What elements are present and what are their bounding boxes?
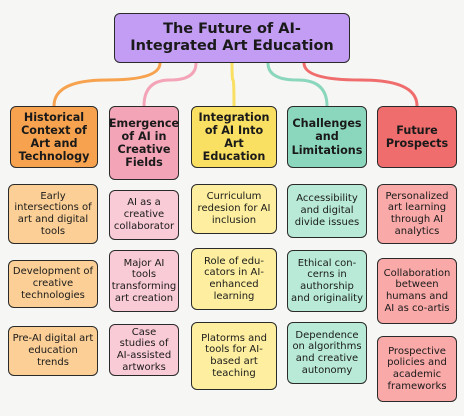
connector-line-branch-2	[230, 61, 236, 108]
connector-line-branch-4	[302, 61, 419, 108]
branch-item-curriculum-redesign: Curriculum redesion for AI inclusion	[191, 184, 277, 234]
branch-item-case-studies: Case studies of AI-assisted artworks	[109, 324, 179, 376]
connector-line-branch-3	[266, 61, 329, 108]
branch-header-historical-context: Historical Context of Art and Technology	[10, 106, 98, 168]
branch-item-creative-technologies: Development of creative technologies	[8, 260, 98, 308]
branch-item-platforms-and-tools: Platorms and tools for AI-based art teac…	[191, 322, 277, 390]
branch-item-ethical-concerns: Ethical con-cerns in authorship and orig…	[287, 250, 367, 312]
branch-item-prospective-policies: Prospective policies and academic framew…	[377, 336, 457, 402]
connector-line-branch-0	[52, 61, 162, 108]
branch-item-dependence-on-algorithms: Dependence on algorithms and creative au…	[287, 322, 367, 384]
diagram-title: The Future of AI-Integrated Art Educatio…	[114, 13, 350, 63]
branch-item-ai-collaborator: AI as a creative collaborator	[109, 190, 179, 240]
branch-item-personalized-learning: Personalized art learning through AI ana…	[377, 184, 457, 244]
connector-line-branch-1	[142, 61, 198, 108]
branch-item-early-intersections: Early intersections of art and digital t…	[8, 184, 98, 244]
branch-item-role-of-educators: Role of edu-cators in AI-enhanced learni…	[191, 248, 277, 310]
branch-item-human-ai-collaboration: Collaboration between humans and AI as c…	[377, 258, 457, 324]
branch-item-accessibility: Accessibility and digital divide issues	[287, 184, 367, 238]
branch-header-emergence-of-ai: Emergence of AI in Creative Fields	[109, 106, 179, 180]
branch-header-integration-of-ai: Integration of AI Into Art Education	[191, 106, 277, 168]
branch-item-pre-ai-trends: Pre-AI digital art education trends	[8, 326, 98, 376]
branch-item-major-ai-tools: Major AI tools transforming art creation	[109, 250, 179, 312]
branch-header-challenges: Challenges and Limitations	[287, 106, 367, 168]
branch-header-future-prospects: Future Prospects	[377, 106, 457, 168]
